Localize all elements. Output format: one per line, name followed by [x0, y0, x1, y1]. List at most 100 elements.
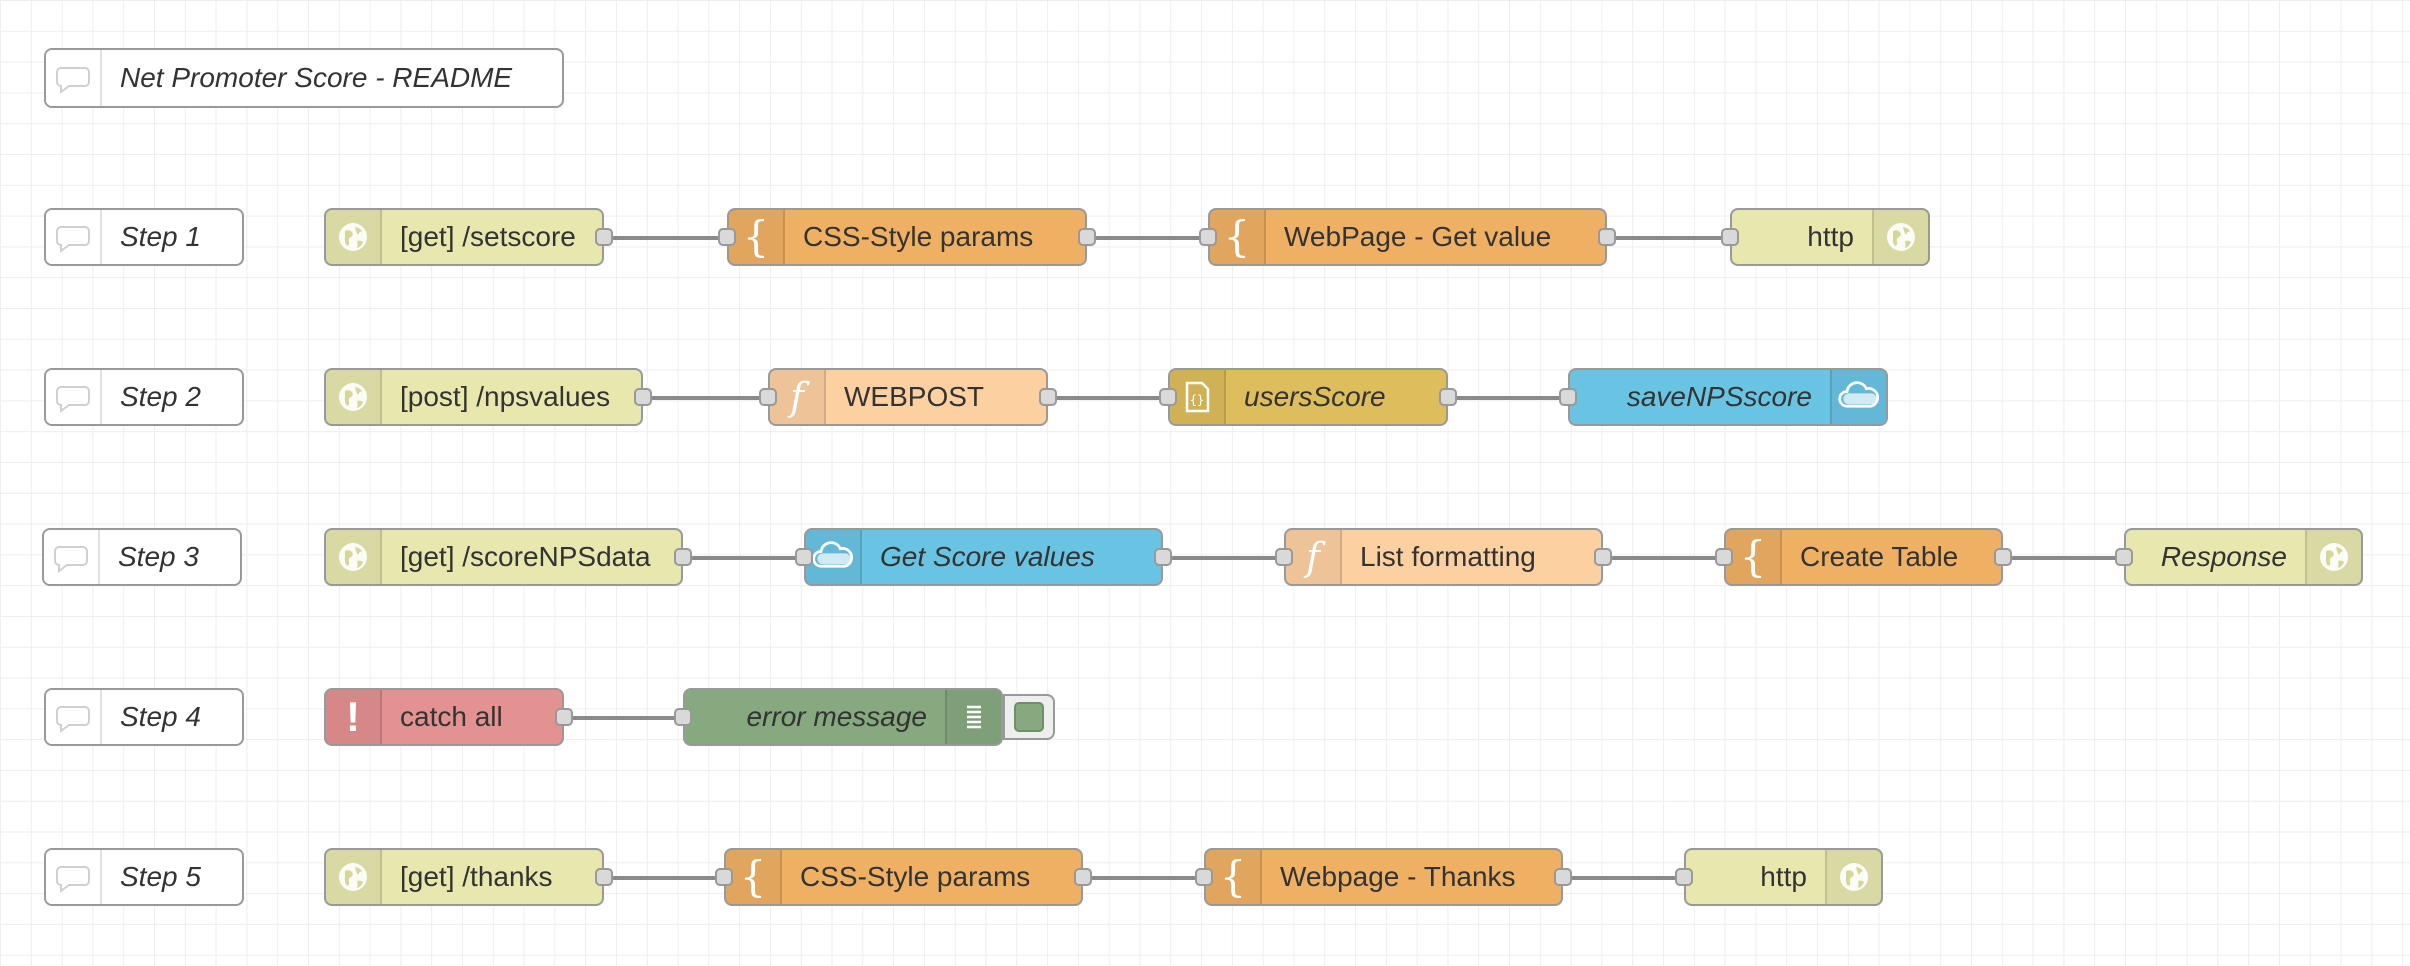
http-in-node[interactable]: [get] /thanks — [324, 848, 613, 906]
node-label: catch all — [400, 701, 503, 732]
globe-icon — [326, 850, 382, 904]
node-label: http — [1807, 221, 1854, 252]
http-response-node[interactable]: http — [1721, 208, 1930, 266]
template-node[interactable]: { Create Table — [1715, 528, 2012, 586]
node-label: error message — [746, 701, 927, 732]
output-port[interactable] — [1078, 228, 1096, 246]
function-icon: f — [1286, 530, 1342, 584]
globe-icon — [2305, 530, 2361, 584]
globe-icon — [1872, 210, 1928, 264]
debug-node[interactable]: error message — [674, 688, 1055, 746]
input-port[interactable] — [1721, 228, 1739, 246]
http-in-node[interactable]: [get] /setscore — [324, 208, 613, 266]
input-port[interactable] — [1195, 868, 1213, 886]
output-port[interactable] — [595, 228, 613, 246]
http-response-node[interactable]: Response — [2115, 528, 2363, 586]
node-label: List formatting — [1360, 541, 1536, 572]
globe-icon — [1825, 850, 1881, 904]
input-port[interactable] — [674, 708, 692, 726]
template-node[interactable]: { CSS-Style params — [718, 208, 1096, 266]
node-label: CSS-Style params — [803, 221, 1034, 252]
output-port[interactable] — [1554, 868, 1572, 886]
comment-label: Step 1 — [120, 221, 201, 252]
readme-comment-node[interactable]: Net Promoter Score - README — [44, 48, 564, 108]
node-label: WEBPOST — [844, 381, 985, 412]
input-port[interactable] — [2115, 548, 2133, 566]
output-port[interactable] — [555, 708, 573, 726]
cloudant-out-node[interactable]: saveNPSscore — [1559, 368, 1888, 426]
node-label: usersScore — [1244, 381, 1386, 412]
json-icon — [1170, 370, 1226, 424]
template-node[interactable]: { WebPage - Get value — [1199, 208, 1616, 266]
step-1-comment-node[interactable]: Step 1 — [44, 208, 244, 266]
http-in-node[interactable]: [get] /scoreNPSdata — [324, 528, 692, 586]
output-port[interactable] — [674, 548, 692, 566]
speech-bubble-icon — [44, 530, 100, 584]
comment-label: Step 5 — [120, 861, 201, 892]
comment-label: Step 3 — [118, 541, 199, 572]
exclamation-icon: ! — [326, 690, 382, 744]
curly-brace-icon: { — [1210, 210, 1266, 264]
curly-brace-icon: { — [1206, 850, 1262, 904]
step-3-comment-node[interactable]: Step 3 — [42, 528, 242, 586]
output-port[interactable] — [1154, 548, 1172, 566]
input-port[interactable] — [718, 228, 736, 246]
speech-bubble-icon — [46, 210, 102, 264]
node-label: [get] /setscore — [400, 221, 576, 252]
cloudant-in-node[interactable]: Get Score values — [795, 528, 1172, 586]
input-port[interactable] — [1159, 388, 1177, 406]
function-node[interactable]: f WEBPOST — [759, 368, 1057, 426]
input-port[interactable] — [759, 388, 777, 406]
input-port[interactable] — [1715, 548, 1733, 566]
cloud-icon — [1830, 370, 1886, 424]
node-label: Get Score values — [880, 541, 1095, 572]
curly-brace-icon: { — [1726, 530, 1782, 584]
template-node[interactable]: { CSS-Style params — [715, 848, 1092, 906]
json-node[interactable]: usersScore — [1159, 368, 1457, 426]
comment-label: Step 2 — [120, 381, 201, 412]
output-port[interactable] — [1598, 228, 1616, 246]
step-2-comment-node[interactable]: Step 2 — [44, 368, 244, 426]
curly-brace-icon: { — [729, 210, 785, 264]
input-port[interactable] — [1275, 548, 1293, 566]
debug-toggle-button[interactable] — [1003, 694, 1055, 740]
output-port[interactable] — [1039, 388, 1057, 406]
globe-icon — [326, 210, 382, 264]
input-port[interactable] — [1559, 388, 1577, 406]
speech-bubble-icon — [46, 850, 102, 904]
output-port[interactable] — [595, 868, 613, 886]
debug-toggle-indicator — [1014, 702, 1044, 732]
node-label: http — [1760, 861, 1807, 892]
http-response-node[interactable]: http — [1675, 848, 1883, 906]
speech-bubble-icon — [46, 50, 102, 106]
input-port[interactable] — [795, 548, 813, 566]
globe-icon — [326, 370, 382, 424]
input-port[interactable] — [1199, 228, 1217, 246]
step-5-comment-node[interactable]: Step 5 — [44, 848, 244, 906]
output-port[interactable] — [1594, 548, 1612, 566]
catch-node[interactable]: ! catch all — [324, 688, 573, 746]
node-label: Webpage - Thanks — [1280, 861, 1516, 892]
output-port[interactable] — [1439, 388, 1457, 406]
template-node[interactable]: { Webpage - Thanks — [1195, 848, 1572, 906]
output-port[interactable] — [1074, 868, 1092, 886]
output-port[interactable] — [634, 388, 652, 406]
cloud-icon — [806, 530, 862, 584]
node-label: [get] /thanks — [400, 861, 553, 892]
curly-brace-icon: { — [726, 850, 782, 904]
globe-icon — [326, 530, 382, 584]
function-icon: f — [770, 370, 826, 424]
input-port[interactable] — [715, 868, 733, 886]
node-label: Response — [2160, 541, 2287, 572]
list-icon — [945, 690, 1001, 744]
http-in-node[interactable]: [post] /npsvalues — [324, 368, 652, 426]
output-port[interactable] — [1994, 548, 2012, 566]
step-4-comment-node[interactable]: Step 4 — [44, 688, 244, 746]
node-label: Create Table — [1800, 541, 1959, 572]
node-label: WebPage - Get value — [1284, 221, 1552, 252]
comment-label: Net Promoter Score - README — [120, 62, 513, 93]
input-port[interactable] — [1675, 868, 1693, 886]
function-node[interactable]: f List formatting — [1275, 528, 1612, 586]
node-label: [get] /scoreNPSdata — [400, 541, 651, 572]
